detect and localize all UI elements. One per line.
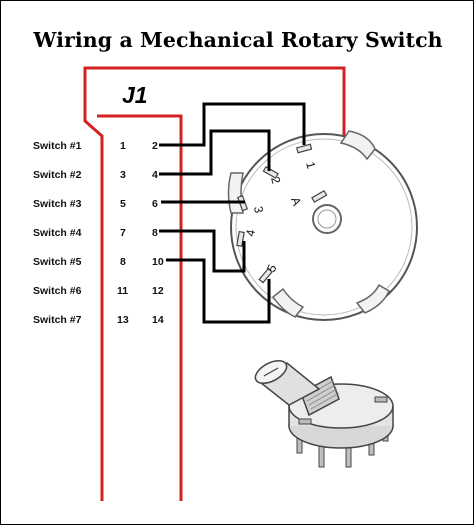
switch-row-3: Switch #3 5 6 — [33, 198, 158, 210]
switch-row-7: Switch #7 13 14 — [33, 314, 164, 326]
rotary-body-inner-rim — [235, 138, 413, 316]
switch-label: Switch #4 — [33, 227, 82, 239]
position-label-2: 2 — [268, 175, 283, 185]
terminal-1 — [295, 143, 313, 154]
page-title: Wiring a Mechanical Rotary Switch — [33, 28, 443, 52]
mounting-tab-top — [339, 130, 376, 161]
pin-number: 14 — [152, 314, 164, 326]
pin-number: 13 — [117, 314, 129, 326]
switch-row-1: Switch #1 1 2 — [33, 140, 158, 152]
switch-row-5: Switch #5 8 10 — [33, 256, 164, 268]
pin-number: 3 — [120, 169, 126, 181]
terminal-2 — [262, 165, 279, 179]
wire-pin4-to-position2 — [159, 129, 271, 176]
pin-number: 10 — [152, 256, 164, 268]
mounting-tab-bottom-left — [271, 287, 305, 318]
terminal-common — [311, 189, 328, 203]
switch-label: Switch #5 — [33, 256, 82, 268]
shaft-hole-inner — [317, 209, 337, 229]
mounting-tab-bottom-right — [355, 283, 390, 314]
connector-j1-right-edge — [97, 114, 183, 501]
pin-number: 11 — [117, 285, 128, 297]
pin-number: 1 — [120, 140, 126, 152]
position-label-4: 4 — [243, 228, 258, 237]
wire-pin10-to-position5 — [166, 258, 271, 324]
switch-label: Switch #7 — [33, 314, 82, 326]
switch-row-6: Switch #6 11 12 — [33, 285, 164, 297]
position-label-3: 3 — [251, 205, 266, 214]
pin-number: 2 — [152, 140, 158, 152]
pin-number: 6 — [152, 198, 158, 210]
wire-pin8-to-position4 — [159, 229, 246, 273]
pin-number: 4 — [152, 169, 158, 181]
pin-number: 8 — [152, 227, 158, 239]
switch-label: Switch #1 — [33, 140, 82, 152]
switch-row-4: Switch #4 7 8 — [33, 227, 158, 239]
terminal-5 — [258, 267, 273, 284]
pin-number: 12 — [152, 285, 164, 297]
switch-label: Switch #3 — [33, 198, 82, 210]
wire-pin2-to-position1 — [159, 102, 306, 147]
pin-number: 5 — [120, 198, 126, 210]
position-label-1: 1 — [303, 160, 318, 170]
rotary-switch-illustration — [254, 359, 394, 468]
connector-label: J1 — [122, 82, 148, 108]
switch-label: Switch #2 — [33, 169, 82, 181]
switch-label: Switch #6 — [33, 285, 82, 297]
terminal-4 — [236, 230, 245, 247]
pin-number: 8 — [120, 256, 126, 268]
switch-row-2: Switch #2 3 4 — [33, 169, 158, 181]
pin-number: 7 — [120, 227, 126, 239]
